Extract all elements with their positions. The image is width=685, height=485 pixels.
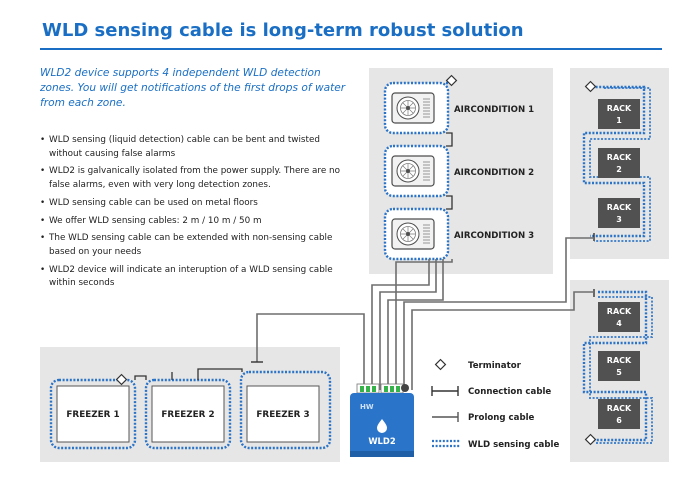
rack-label: RACK xyxy=(607,203,632,212)
feature-item: WLD2 device will indicate an interuption… xyxy=(40,264,350,291)
terminator-icon xyxy=(434,358,447,371)
feature-item: We offer WLD sensing cables: 2 m / 10 m … xyxy=(40,215,350,229)
water-drop-icon xyxy=(377,419,387,433)
freezer-label: FREEZER 3 xyxy=(256,410,309,420)
aircondition-label: AIRCONDITION 3 xyxy=(454,231,534,241)
rack-number: 3 xyxy=(616,215,622,224)
connection-cable-swatch xyxy=(431,386,459,396)
terminator-icon xyxy=(584,433,597,446)
rack-number: 4 xyxy=(616,319,622,328)
feature-item: WLD2 is galvanically isolated from the p… xyxy=(40,165,350,192)
legend-sensing-label: WLD sensing cable xyxy=(468,440,559,450)
page-title: WLD sensing cable is long-term robust so… xyxy=(42,20,524,41)
freezer-label: FREEZER 2 xyxy=(161,410,214,420)
aircondition-label: AIRCONDITION 1 xyxy=(454,105,534,115)
rack-number: 2 xyxy=(616,165,622,174)
prolong-cable-swatch xyxy=(432,412,459,422)
legend-prolong-label: Prolong cable xyxy=(468,413,535,423)
rack-label: RACK xyxy=(607,404,632,413)
legend-terminator-label: Terminator xyxy=(468,361,522,371)
freezer-loop-2 xyxy=(144,378,232,450)
legend-connection-label: Connection cable xyxy=(468,387,551,397)
terminator-icon xyxy=(115,373,128,386)
freezer-loop-3 xyxy=(239,370,332,450)
freezer-zone: FREEZER 1 FREEZER 2 FREEZER 3 xyxy=(49,368,332,450)
feature-item: WLD sensing (liquid detection) cable can… xyxy=(40,134,350,161)
wld2-device: HW WLD2 xyxy=(350,383,414,457)
feature-item: The WLD sensing cable can be extended wi… xyxy=(40,232,350,259)
rack-label: RACK xyxy=(607,356,632,365)
title-underline xyxy=(40,48,662,50)
prolong-cables xyxy=(256,237,594,390)
legend: Terminator Connection cable Prolong cabl… xyxy=(431,358,559,450)
aircondition-zone: AIRCONDITION 1 AIRCONDITION 2 AIRCONDITI… xyxy=(383,74,534,261)
rack-number: 6 xyxy=(616,416,622,425)
rack-box xyxy=(598,148,640,178)
rack-label: RACK xyxy=(607,307,632,316)
sensing-cable-swatch xyxy=(432,439,460,448)
device-brand: HW xyxy=(360,403,374,411)
freezer-box xyxy=(151,385,225,443)
rack-number: 1 xyxy=(616,116,622,125)
freezer-label: FREEZER 1 xyxy=(66,410,119,420)
rack-label: RACK xyxy=(607,153,632,162)
rack-box xyxy=(598,399,640,429)
rack-box xyxy=(598,302,640,332)
rack-box xyxy=(598,198,640,228)
rack-zone-bottom: RACK 4 RACK 5 RACK 6 xyxy=(582,289,653,446)
device-name: WLD2 xyxy=(368,436,396,446)
freezer-box xyxy=(246,385,320,443)
rack-label: RACK xyxy=(607,104,632,113)
feature-item: WLD sensing cable can be used on metal f… xyxy=(40,197,350,211)
terminator-icon xyxy=(445,74,458,87)
intro-text: WLD2 device supports 4 independent WLD d… xyxy=(40,67,346,109)
rack-number: 5 xyxy=(616,368,622,377)
freezer-loop-1 xyxy=(49,378,137,450)
aircondition-label: AIRCONDITION 2 xyxy=(454,168,534,178)
rack-zone-top: RACK 1 RACK 2 RACK 3 xyxy=(582,80,651,242)
rack-box xyxy=(598,99,640,129)
freezer-box xyxy=(56,385,130,443)
feature-list: WLD sensing (liquid detection) cable can… xyxy=(40,134,350,295)
rack-box xyxy=(598,351,640,381)
terminator-icon xyxy=(584,80,597,93)
